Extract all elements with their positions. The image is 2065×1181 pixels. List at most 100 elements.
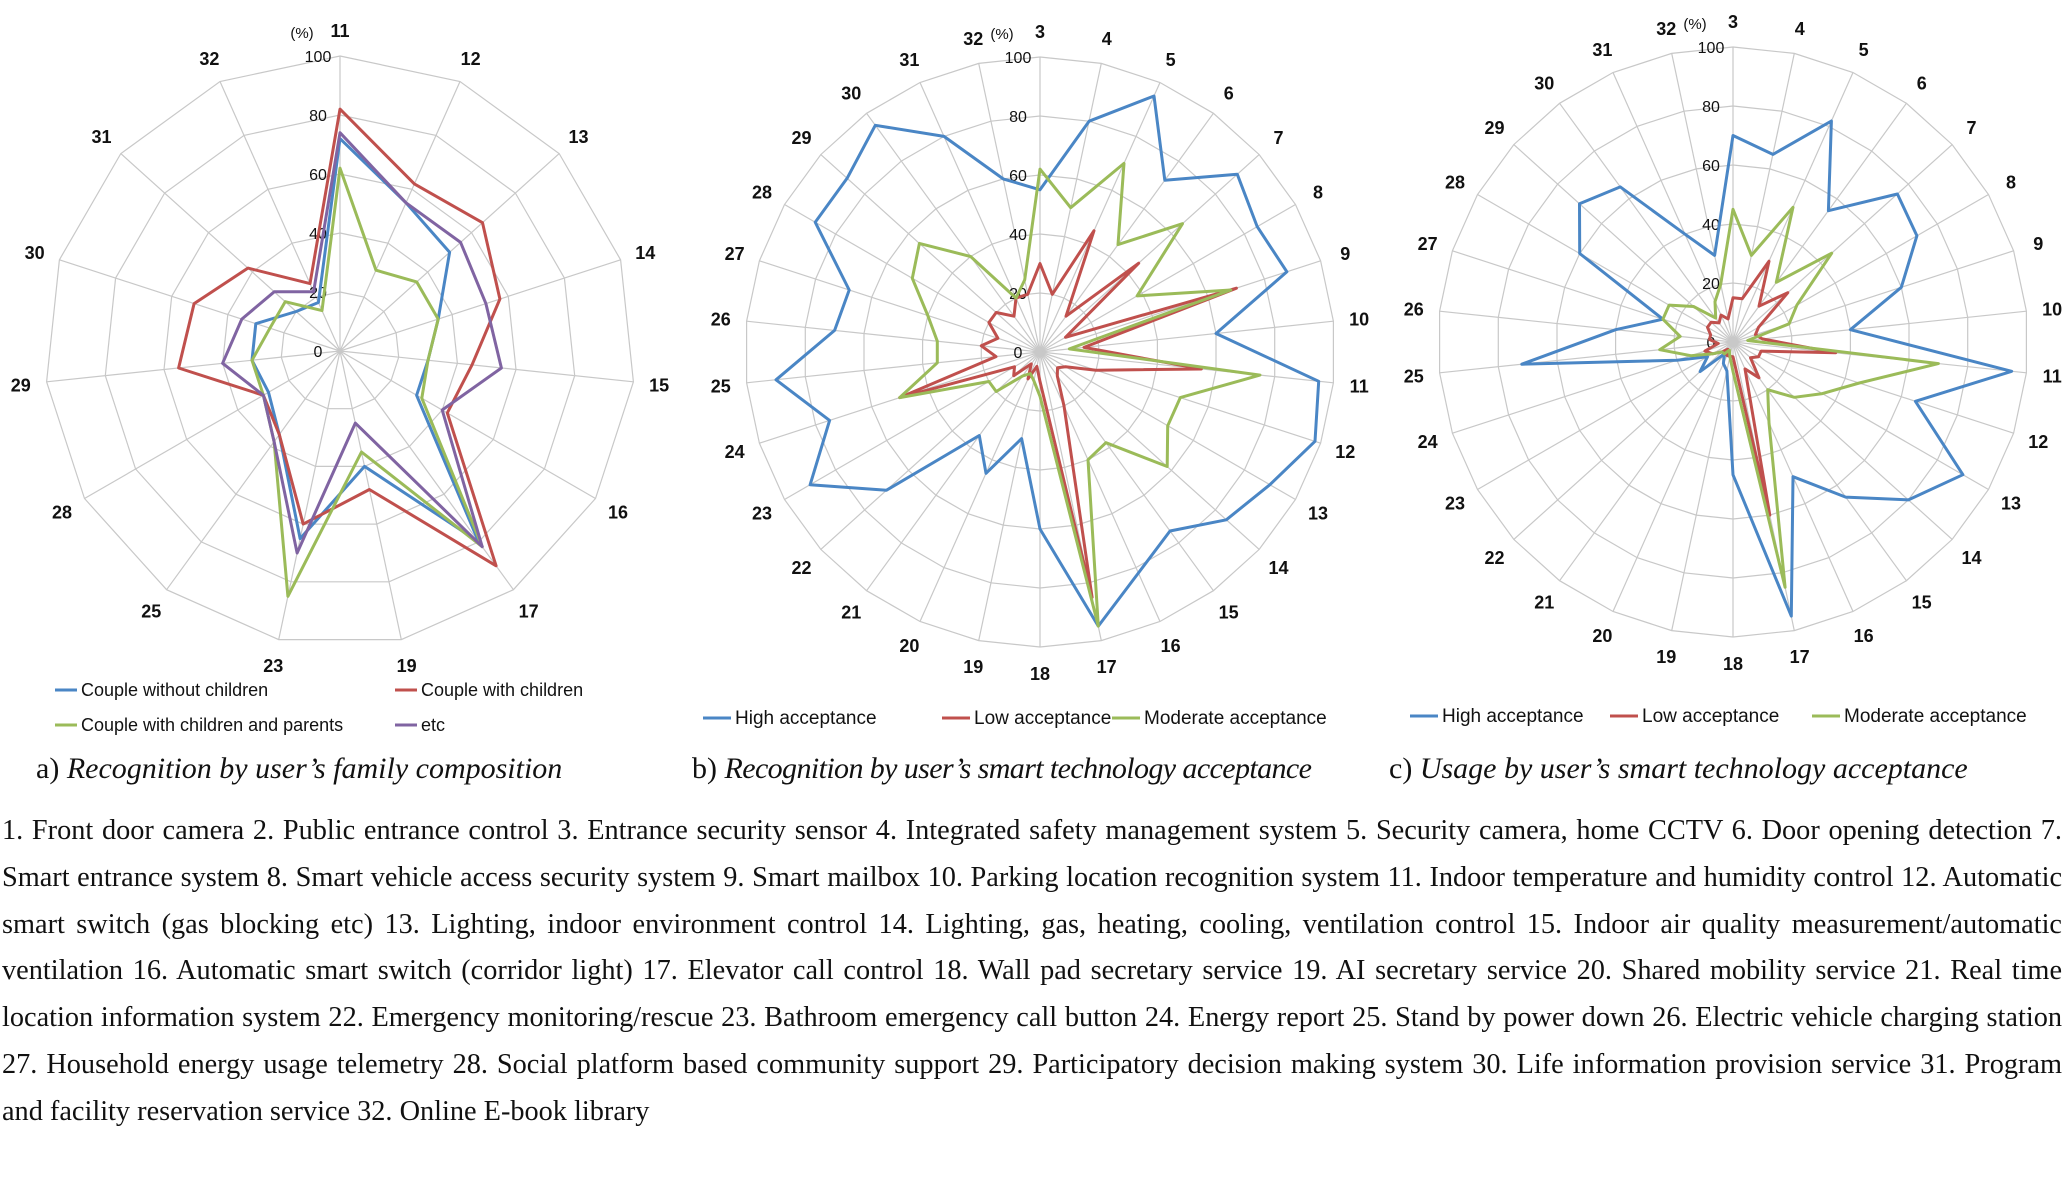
series-line-1	[1520, 119, 2014, 618]
grid-spoke	[120, 153, 341, 352]
grid-spoke	[1612, 341, 1734, 612]
category-label: 23	[263, 656, 283, 676]
grid-spoke	[978, 351, 1041, 641]
category-label: 28	[52, 503, 72, 523]
category-label: 14	[1268, 558, 1288, 578]
category-label: 31	[899, 50, 919, 70]
series-line-2	[1703, 259, 1838, 517]
grid-spoke	[1039, 351, 1161, 622]
grid-spoke	[1732, 341, 2014, 434]
grid-spoke	[1732, 341, 1953, 540]
grid-spoke	[1439, 310, 1734, 343]
grid-ring	[45, 55, 635, 641]
category-label: 28	[752, 183, 772, 203]
category-label: 7	[1273, 128, 1283, 148]
item-list-text: 1. Front door camera 2. Public entrance …	[2, 815, 2062, 1127]
tick-label: 0	[1014, 345, 1023, 362]
category-label: 6	[1917, 73, 1927, 93]
grid-spoke	[1732, 193, 1989, 343]
category-label: 12	[1335, 442, 1355, 462]
legend-entry: Low acceptance	[974, 708, 1111, 729]
category-label: 6	[1224, 83, 1234, 103]
grid-spoke	[339, 259, 621, 352]
category-label: 17	[1097, 657, 1117, 677]
series-line-1	[774, 94, 1321, 628]
tick-label: 20	[1702, 276, 1720, 293]
category-label: 21	[841, 603, 861, 623]
category-label: 24	[1418, 432, 1438, 452]
tick-label: 60	[309, 167, 327, 184]
grid-spoke	[339, 350, 514, 591]
unit-label: (%)	[290, 25, 313, 42]
series-line-2	[898, 229, 1238, 599]
category-label: 22	[1484, 548, 1504, 568]
grid-spoke	[1732, 341, 1907, 582]
category-label: 18	[1723, 654, 1743, 674]
category-label: 21	[1534, 593, 1554, 613]
grid-spoke	[746, 320, 1041, 353]
grid-ring	[163, 173, 517, 525]
radar-chart-a: 020406080100(%)1112131415161719232528293…	[11, 21, 669, 735]
grid-spoke	[1477, 193, 1734, 343]
category-label: 32	[1656, 19, 1676, 39]
grid-spoke	[1732, 310, 2027, 343]
grid-spoke	[1039, 260, 1321, 353]
caption-a: a) Recognition by user’s family composit…	[36, 752, 562, 786]
grid-spoke	[784, 351, 1041, 501]
grid-spoke	[1732, 341, 1989, 491]
category-label: 16	[1161, 636, 1181, 656]
category-label: 8	[1313, 183, 1323, 203]
grid-spoke	[1039, 82, 1161, 353]
tick-label: 80	[1702, 99, 1720, 116]
tick-label: 40	[1009, 227, 1027, 244]
grid-ring	[221, 232, 459, 467]
category-label: 5	[1859, 40, 1869, 60]
grid-spoke	[339, 350, 596, 500]
unit-label: (%)	[990, 26, 1013, 43]
grid-spoke	[1039, 203, 1296, 353]
series-line-2	[177, 107, 502, 568]
legend-entry: High acceptance	[735, 708, 877, 729]
grid-spoke	[219, 81, 341, 352]
category-label: 24	[725, 442, 745, 462]
grid-spoke	[339, 350, 402, 640]
category-label: 31	[91, 127, 111, 147]
tick-label: 80	[1009, 109, 1027, 126]
grid-spoke	[820, 351, 1041, 550]
category-label: 18	[1030, 664, 1050, 684]
grid-spoke	[1039, 112, 1214, 353]
legend-entry: Low acceptance	[1642, 706, 1779, 727]
caption-b-text: Recognition by user’s smart technology a…	[724, 752, 1312, 785]
unit-label: (%)	[1683, 16, 1706, 33]
grid-spoke	[1477, 341, 1734, 491]
category-label: 26	[1404, 299, 1424, 319]
category-label: 8	[2006, 173, 2016, 193]
grid-spoke	[1452, 341, 1734, 434]
category-label: 13	[568, 127, 588, 147]
caption-b: b) Recognition by user’s smart technolog…	[692, 752, 1312, 786]
category-label: 3	[1728, 12, 1738, 32]
caption-c-text: Usage by user’s smart technology accepta…	[1419, 752, 1968, 785]
grid-spoke	[1039, 154, 1260, 353]
tick-label: 40	[1702, 217, 1720, 234]
category-label: 11	[1350, 377, 1369, 397]
grid-spoke	[166, 350, 341, 591]
category-label: 7	[1966, 118, 1976, 138]
grid-spoke	[1732, 102, 1907, 343]
grid-ring	[104, 114, 576, 583]
grid-spoke	[1559, 341, 1734, 582]
category-label: 27	[725, 244, 745, 264]
grid-spoke	[1671, 341, 1734, 631]
category-label: 13	[1308, 504, 1328, 524]
series-line-3	[898, 161, 1262, 628]
grid-ring	[280, 291, 400, 410]
legend-entry: Couple without children	[81, 680, 268, 700]
category-label: 10	[2042, 299, 2062, 319]
grid-spoke	[919, 351, 1041, 622]
category-label: 17	[1790, 647, 1810, 667]
category-label: 29	[791, 128, 811, 148]
grid-spoke	[1612, 72, 1734, 343]
